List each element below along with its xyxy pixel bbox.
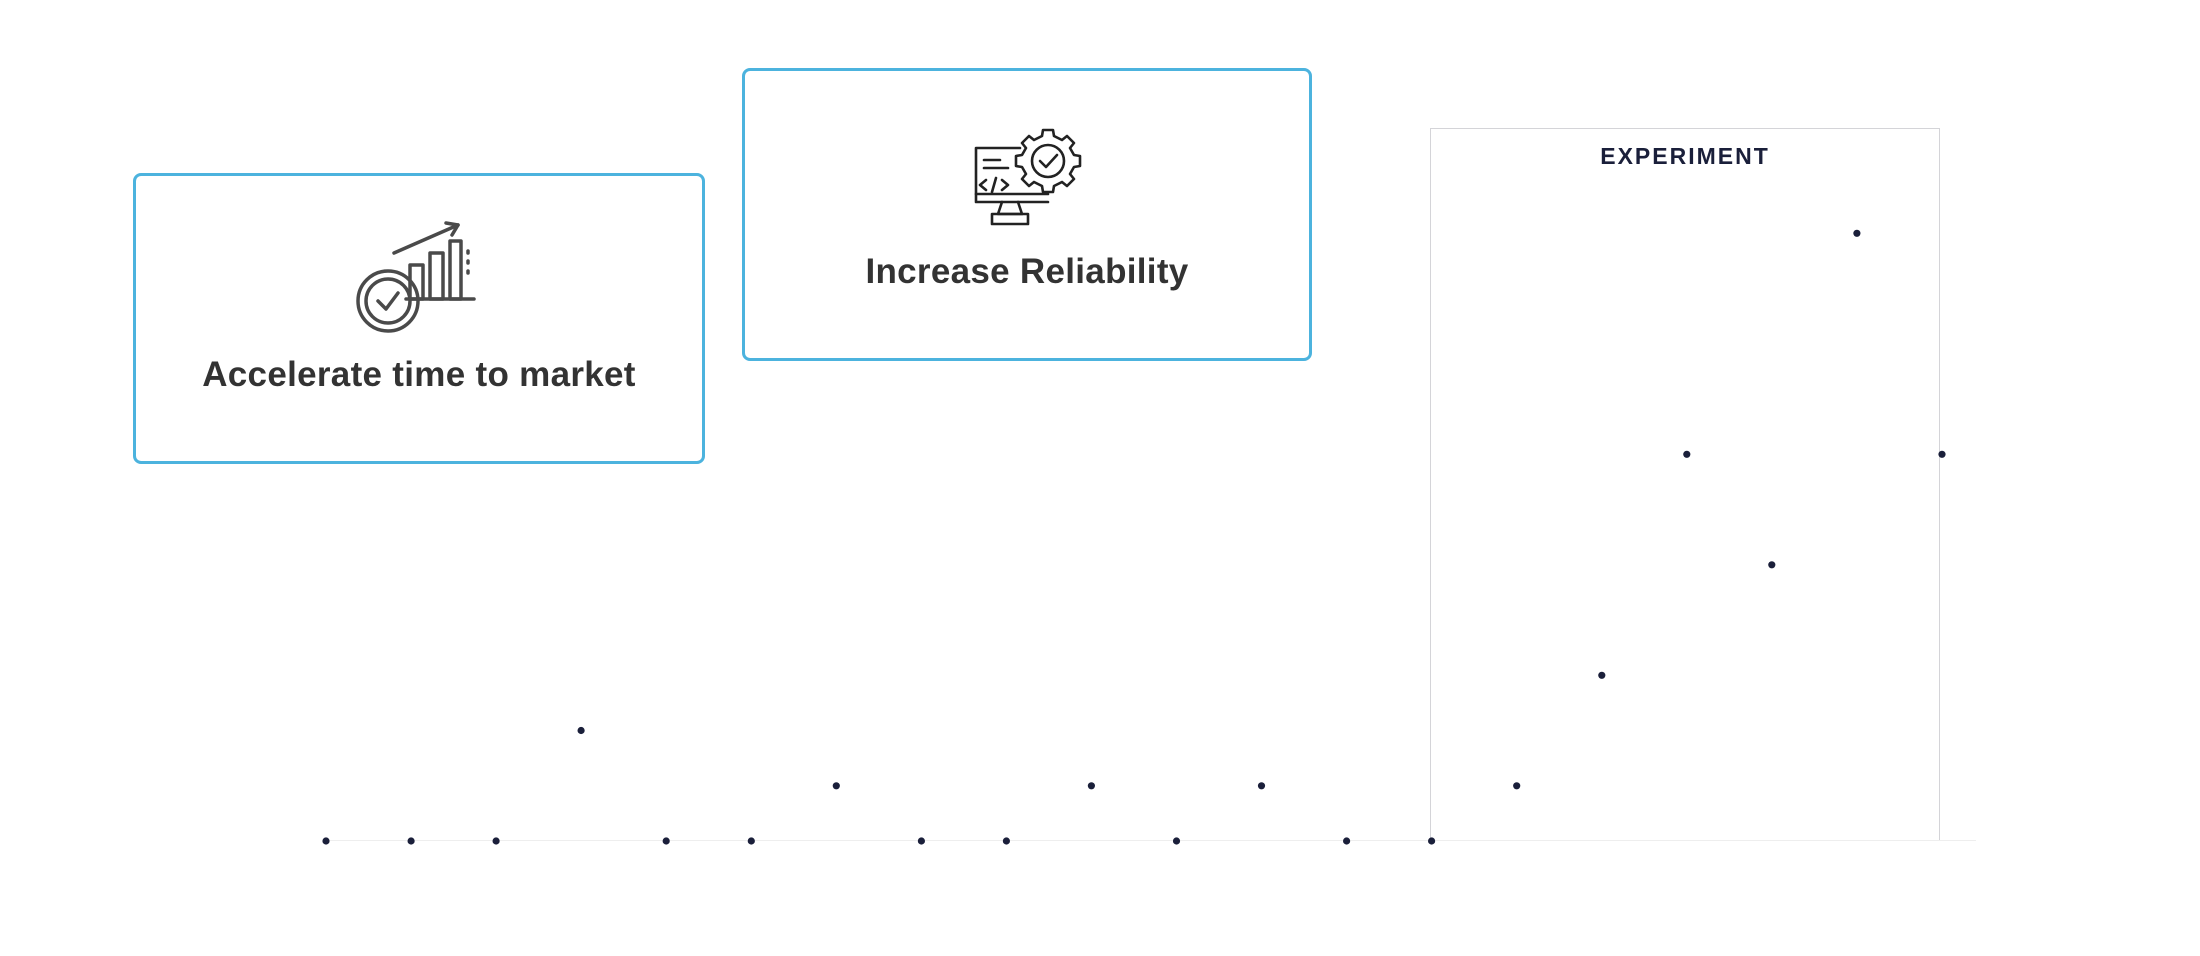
data-point	[1428, 837, 1436, 845]
data-point	[1257, 782, 1266, 790]
data-point	[1853, 229, 1861, 237]
monitor-code-gear-icon	[974, 128, 1082, 226]
accelerate-card: Accelerate time to market	[133, 173, 705, 464]
data-point	[1002, 837, 1011, 845]
baseline	[326, 840, 1976, 841]
data-point	[1087, 782, 1095, 790]
data-point	[917, 837, 926, 845]
data-point	[1768, 561, 1776, 569]
data-point	[1598, 671, 1606, 679]
data-point	[1172, 837, 1181, 845]
data-point	[1513, 782, 1521, 790]
card-title: Increase Reliability	[865, 252, 1189, 291]
data-point	[832, 782, 840, 790]
experiment-label: EXPERIMENT	[1600, 143, 1770, 169]
data-point	[1938, 450, 1946, 458]
clock-growth-chart-icon	[356, 221, 476, 333]
card-title: Accelerate time to market	[202, 355, 636, 394]
data-point	[407, 837, 415, 845]
data-point	[577, 726, 585, 735]
data-point	[1683, 450, 1691, 458]
data-point	[1343, 837, 1351, 845]
data-point	[492, 837, 500, 845]
data-point	[322, 837, 330, 845]
experiment-box: EXPERIMENT	[1430, 128, 1940, 841]
data-point	[662, 837, 670, 845]
reliability-card: Increase Reliability	[742, 68, 1312, 361]
data-point	[747, 837, 755, 845]
